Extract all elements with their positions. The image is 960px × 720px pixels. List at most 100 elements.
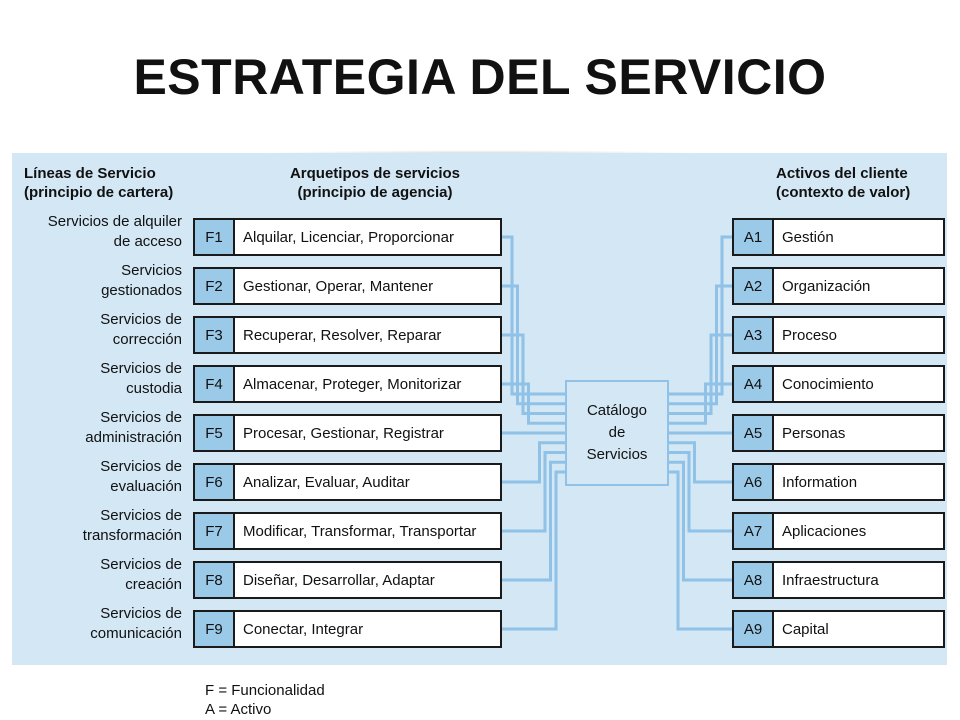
header-archetypes-subtitle: (principio de agencia) (297, 184, 453, 201)
wire-asset-3 (669, 333, 732, 415)
service-line-3: Servicios de corrección (2, 310, 182, 350)
asset-code: A4 (734, 367, 774, 401)
header-service-lines-title: Líneas de Servicio (24, 165, 156, 182)
asset-box-7: A7 Aplicaciones (732, 512, 945, 550)
service-line-3-line-1: Servicios de (100, 311, 182, 328)
asset-label: Proceso (782, 326, 838, 344)
asset-label: Organización (782, 277, 871, 295)
wire-asset-1 (669, 235, 732, 396)
header-service-lines: Líneas de Servicio (principio de cartera… (24, 164, 173, 202)
wire-function-3 (500, 333, 565, 415)
function-code: F1 (195, 220, 235, 254)
asset-code: A7 (734, 514, 774, 548)
function-label: Conectar, Integrar (243, 620, 364, 638)
asset-code: A9 (734, 612, 774, 646)
wire-asset-8 (669, 460, 732, 582)
service-line-7-line-2: transformación (82, 527, 182, 544)
header-assets-title: Activos del cliente (776, 165, 908, 182)
function-label: Analizar, Evaluar, Auditar (243, 473, 410, 491)
legend-functionality: F = Funcionalidad (205, 682, 325, 699)
asset-label: Capital (782, 620, 829, 638)
asset-box-1: A1 Gestión (732, 218, 945, 256)
service-line-7-line-1: Servicios de (100, 507, 182, 524)
legend: F = Funcionalidad A = Activo (205, 681, 325, 719)
wire-function-8 (500, 460, 565, 582)
function-box-1: F1 Alquilar, Licenciar, Proporcionar (193, 218, 502, 256)
asset-label: Personas (782, 424, 846, 442)
header-archetypes-title: Arquetipos de servicios (289, 165, 461, 182)
wire-function-7 (500, 451, 565, 533)
function-label: Gestionar, Operar, Mantener (243, 277, 434, 295)
function-code: F2 (195, 269, 235, 303)
function-code: F4 (195, 367, 235, 401)
catalog-line-1: Catálogo (586, 402, 648, 419)
header-assets: Activos del cliente (contexto de valor) (776, 164, 910, 202)
service-line-6-line-2: evaluación (110, 478, 182, 495)
service-line-4-line-2: custodia (126, 380, 182, 397)
service-line-9-line-2: comunicación (90, 625, 182, 642)
asset-code: A3 (734, 318, 774, 352)
asset-code: A5 (734, 416, 774, 450)
asset-box-4: A4 Conocimiento (732, 365, 945, 403)
function-code: F3 (195, 318, 235, 352)
asset-code: A8 (734, 563, 774, 597)
asset-code: A2 (734, 269, 774, 303)
legend-asset: A = Activo (205, 701, 272, 718)
catalog-line-2: de (608, 424, 626, 441)
catalog-line-3: Servicios (586, 446, 648, 463)
asset-box-9: A9 Capital (732, 610, 945, 648)
service-line-5-line-2: administración (85, 429, 182, 446)
service-line-8-line-2: creación (125, 576, 182, 593)
page-title: ESTRATEGIA DEL SERVICIO (133, 49, 827, 105)
asset-label: Gestión (782, 228, 834, 246)
function-label: Diseñar, Desarrollar, Adaptar (243, 571, 435, 589)
wire-asset-7 (669, 451, 732, 533)
service-line-3-line-2: corrección (112, 331, 182, 348)
function-label: Recuperar, Resolver, Reparar (243, 326, 442, 344)
function-box-3: F3 Recuperar, Resolver, Reparar (193, 316, 502, 354)
function-box-8: F8 Diseñar, Desarrollar, Adaptar (193, 561, 502, 599)
header-assets-subtitle: (contexto de valor) (776, 184, 911, 201)
function-box-7: F7 Modificar, Transformar, Transportar (193, 512, 502, 550)
function-box-2: F2 Gestionar, Operar, Mantener (193, 267, 502, 305)
service-line-2-line-2: gestionados (101, 282, 182, 299)
function-label: Alquilar, Licenciar, Proporcionar (243, 228, 454, 246)
service-line-2-line-1: Servicios (121, 262, 182, 279)
function-code: F9 (195, 612, 235, 646)
asset-box-2: A2 Organización (732, 267, 945, 305)
function-label: Almacenar, Proteger, Monitorizar (243, 375, 462, 393)
service-line-1-line-2: de acceso (113, 233, 182, 250)
wire-function-9 (500, 470, 565, 631)
service-line-7: Servicios de transformación (2, 506, 182, 546)
function-label: Procesar, Gestionar, Registrar (243, 424, 444, 442)
asset-label: Aplicaciones (782, 522, 867, 540)
function-box-5: F5 Procesar, Gestionar, Registrar (193, 414, 502, 452)
service-line-9-line-1: Servicios de (100, 605, 182, 622)
asset-label: Information (782, 473, 858, 491)
service-line-8-line-1: Servicios de (100, 556, 182, 573)
service-line-4-line-1: Servicios de (100, 360, 182, 377)
wire-function-6 (500, 441, 565, 484)
asset-label: Conocimiento (782, 375, 874, 393)
function-box-9: F9 Conectar, Integrar (193, 610, 502, 648)
asset-box-3: A3 Proceso (732, 316, 945, 354)
header-archetypes: Arquetipos de servicios (principio de ag… (270, 164, 480, 202)
function-label: Modificar, Transformar, Transportar (243, 522, 477, 540)
asset-box-5: A5 Personas (732, 414, 945, 452)
function-code: F7 (195, 514, 235, 548)
service-line-8: Servicios de creación (2, 555, 182, 595)
asset-code: A1 (734, 220, 774, 254)
wire-asset-9 (669, 470, 732, 631)
function-code: F5 (195, 416, 235, 450)
service-line-1: Servicios de alquiler de acceso (2, 212, 182, 252)
service-line-6-line-1: Servicios de (100, 458, 182, 475)
function-box-4: F4 Almacenar, Proteger, Monitorizar (193, 365, 502, 403)
service-catalog: Catálogo de Servicios (565, 380, 669, 486)
service-line-1-line-1: Servicios de alquiler (47, 213, 182, 230)
function-code: F8 (195, 563, 235, 597)
